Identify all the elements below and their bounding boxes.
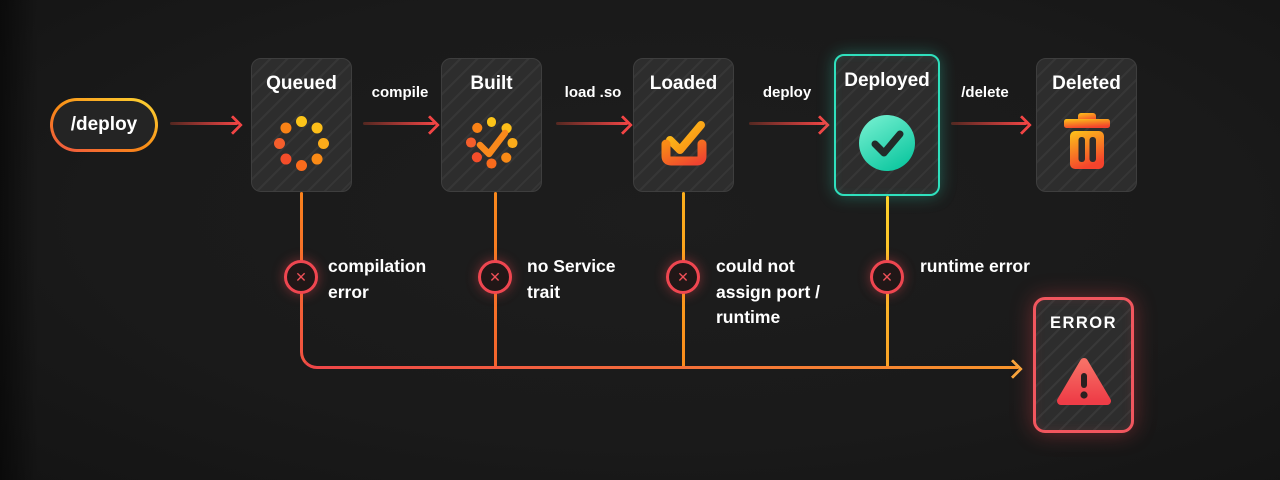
error-line-corner — [300, 350, 322, 369]
error-bus-arrow — [319, 366, 1018, 369]
arrow-queued-to-built — [363, 122, 435, 125]
start-node-label: /deploy — [70, 114, 138, 135]
x-icon: ✕ — [295, 268, 307, 285]
state-label-error: ERROR — [1049, 314, 1118, 332]
trash-icon — [1063, 113, 1110, 169]
arrow-deploy-to-queued — [170, 122, 238, 125]
x-icon: ✕ — [881, 268, 893, 285]
state-card-loaded: Loaded — [633, 58, 734, 192]
error-badge-queued: ✕ — [284, 260, 318, 294]
state-label-deployed: Deployed — [844, 70, 930, 91]
warning-triangle-icon — [1056, 357, 1111, 405]
transition-label-deploy: deploy — [762, 84, 812, 101]
state-card-error: ERROR — [1033, 297, 1134, 433]
transition-label-load-so: load .so — [564, 84, 622, 101]
arrow-built-to-loaded — [556, 122, 628, 125]
state-card-built: Built — [441, 58, 542, 192]
state-card-queued: Queued — [251, 58, 352, 192]
x-icon: ✕ — [489, 268, 501, 285]
state-label-deleted: Deleted — [1052, 73, 1121, 94]
tray-check-icon — [661, 121, 706, 166]
error-label-compilation: compilation error — [328, 256, 427, 302]
x-icon: ✕ — [677, 268, 689, 285]
spinner-check-icon — [465, 116, 519, 170]
start-node-deploy: /deploy — [50, 98, 158, 152]
state-label-built: Built — [470, 73, 513, 94]
transition-label-delete: /delete — [961, 84, 1009, 101]
error-badge-built: ✕ — [478, 260, 512, 294]
state-card-deleted: Deleted — [1036, 58, 1137, 192]
state-label-queued: Queued — [266, 73, 337, 94]
state-label-loaded: Loaded — [649, 73, 718, 94]
error-badge-loaded: ✕ — [666, 260, 700, 294]
transition-label-compile: compile — [371, 84, 429, 101]
spinner-dots-icon — [273, 114, 331, 172]
error-badge-deployed: ✕ — [870, 260, 904, 294]
check-icon — [476, 129, 508, 158]
circle-check-icon — [859, 115, 915, 171]
error-label-runtime: runtime error — [920, 256, 1030, 276]
arrow-deployed-to-deleted — [951, 122, 1027, 125]
state-card-deployed: Deployed — [834, 54, 940, 196]
error-label-no-service-trait: no Service trait — [527, 256, 616, 302]
error-label-port-runtime: could not assign port / runtime — [716, 256, 821, 327]
arrow-loaded-to-deployed — [749, 122, 825, 125]
